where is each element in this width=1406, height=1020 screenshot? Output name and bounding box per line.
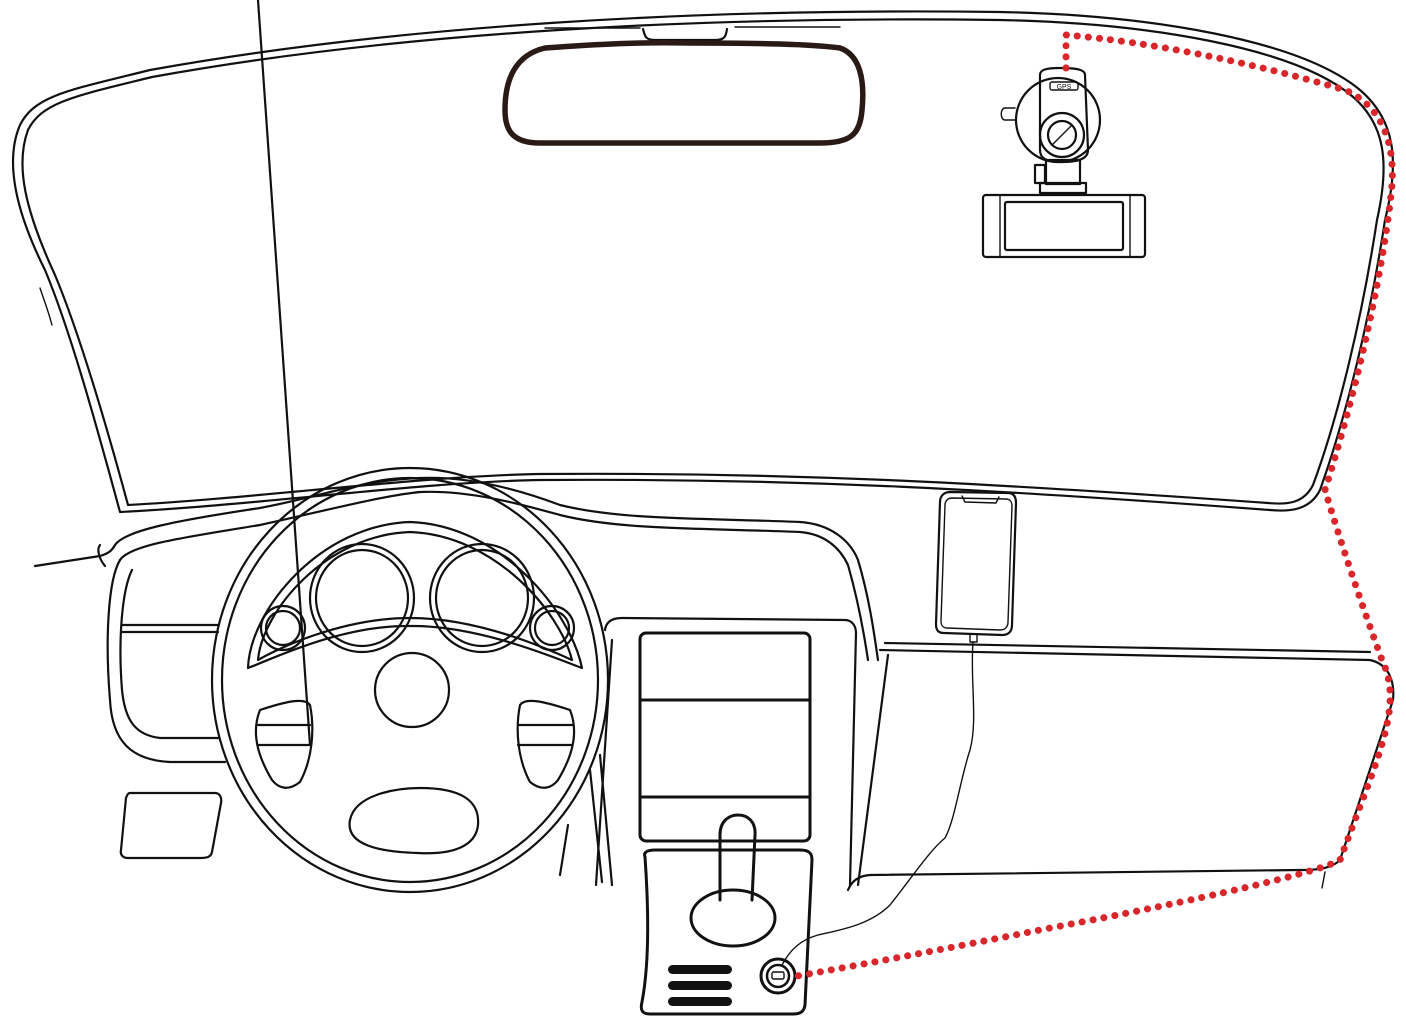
windshield bbox=[12, 10, 1394, 514]
cable-route bbox=[793, 31, 1396, 980]
rear-view-mirror bbox=[502, 26, 866, 146]
dashboard bbox=[33, 476, 1395, 892]
steering-wheel bbox=[210, 0, 610, 894]
pedal bbox=[119, 791, 223, 860]
dash-cam: GPS bbox=[981, 66, 1147, 259]
center-console bbox=[594, 616, 858, 1016]
phone bbox=[934, 490, 1018, 643]
gps-badge: GPS bbox=[1057, 84, 1072, 91]
phone-cable bbox=[781, 641, 975, 966]
power-socket bbox=[759, 957, 797, 995]
